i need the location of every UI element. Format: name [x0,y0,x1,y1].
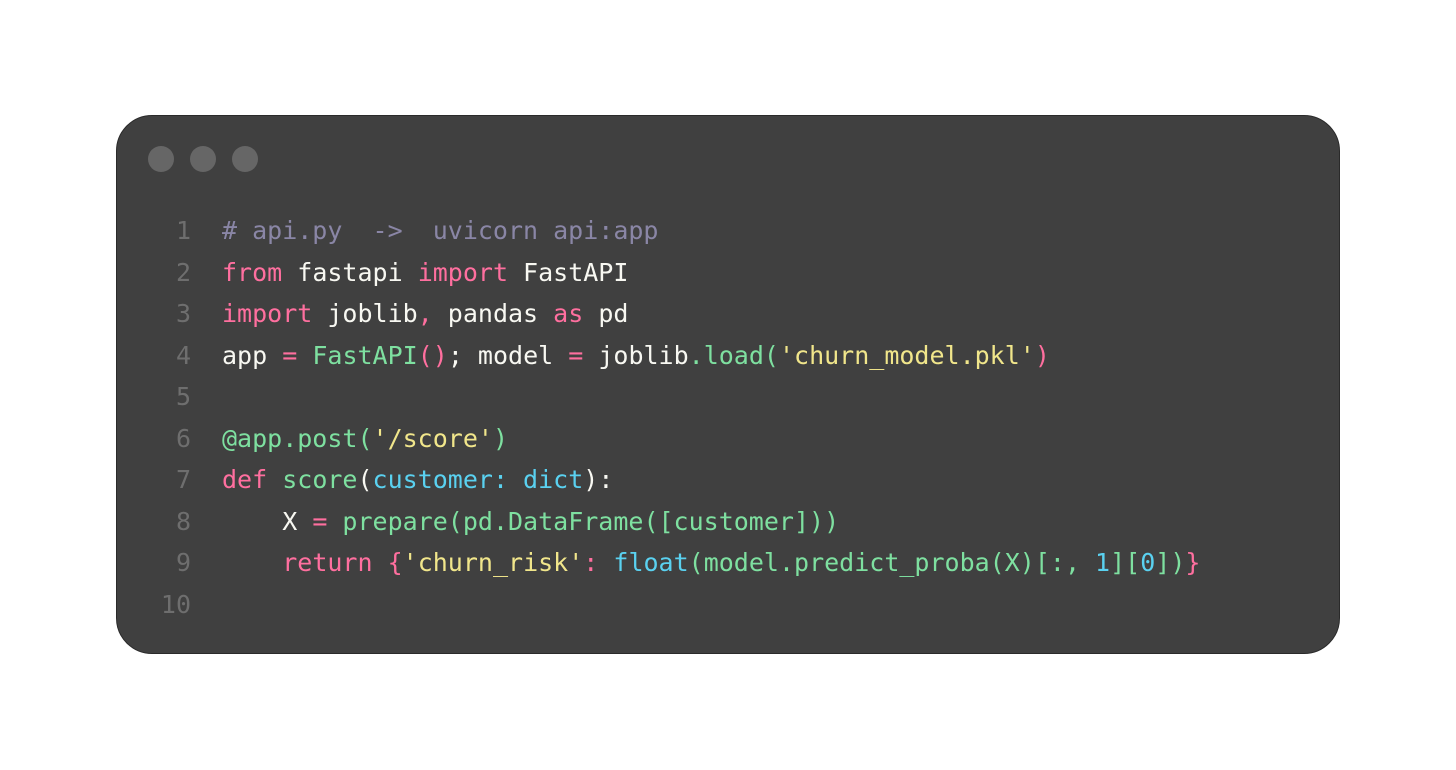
code-token: ][ [1110,548,1141,577]
code-token: () [417,340,448,370]
line-number: 7 [175,465,191,494]
code-token: ) [1034,340,1050,370]
code-window: 1 # api.py -> uvicorn api:app 2 from fastap… [116,115,1340,654]
line-number: 8 [175,506,191,536]
code-token: X [222,506,313,536]
code-token: FastAPI [508,257,629,287]
line-number: 5 [175,382,191,411]
code-token: pd [583,299,629,328]
code-token: @app.post( [222,423,373,453]
minimize-dot-icon[interactable] [190,146,216,172]
code-token: # api.py -> uvicorn api:app [222,216,659,245]
line-content: from fastapi import FastAPI [222,252,628,294]
close-dot-icon[interactable] [148,146,174,172]
code-token: ): [583,465,614,494]
line-content: return {'churn_risk': float(model.predic… [222,542,1200,584]
code-token: import [222,299,313,328]
code-token [222,548,282,577]
code-line: 1 # api.py -> uvicorn api:app [117,210,1200,252]
code-token: , [417,299,433,328]
line-content: # api.py -> uvicorn api:app [222,210,659,252]
code-token: : [583,548,614,577]
code-line: 6 @app.post('/score') [117,418,1200,460]
code-line: 10 [117,584,1200,626]
code-line: 8 X = prepare(pd.DataFrame([customer])) [117,501,1200,543]
code-token: { [387,548,403,577]
code-token: (model.predict_proba(X)[:, [688,548,1096,577]
code-token: def [222,465,268,494]
code-token: import [417,257,508,287]
code-token: from [222,257,283,287]
code-token: 'churn_risk' [402,548,584,577]
code-token: score [282,465,358,494]
code-token: '/score' [372,423,493,453]
code-token: = [312,506,328,536]
code-token: fastapi [282,257,418,287]
line-content: @app.post('/score') [222,418,508,460]
code-token: FastAPI [312,340,418,370]
code-token: ( [357,465,373,494]
line-number: 1 [175,216,191,245]
line-number: 6 [175,423,191,453]
line-number: 3 [175,299,191,328]
code-line: 7 def score(customer: dict): [117,459,1200,501]
maximize-dot-icon[interactable] [232,146,258,172]
code-line: 4 app = FastAPI(); model = joblib.load('c… [117,335,1200,377]
code-token: = [568,340,584,370]
line-number: 9 [175,548,191,577]
code-token [373,548,388,577]
code-token: 'churn_model.pkl' [778,340,1035,370]
code-token: as [553,299,584,328]
code-token [297,341,312,370]
code-token: return [282,548,373,577]
code-token: customer: dict [372,465,584,494]
code-token: = [282,340,298,370]
line-number: 2 [175,257,191,287]
code-token: ) [492,423,508,453]
code-token: app [222,340,283,370]
code-line: 5 [117,376,1200,418]
code-token: joblib [583,340,689,370]
code-block[interactable]: 1 # api.py -> uvicorn api:app 2 from fastap… [117,210,1201,626]
code-token: 0 [1140,548,1156,577]
code-token: ; model [447,340,569,370]
line-content: X = prepare(pd.DataFrame([customer])) [222,501,839,543]
code-token: prepare(pd.DataFrame([customer])) [327,506,840,536]
line-number: 4 [175,340,191,370]
code-line: 9 return {'churn_risk': float(model.pred… [117,542,1201,584]
window-controls [148,146,258,172]
code-token: } [1185,548,1201,577]
code-token: 1 [1095,548,1111,577]
code-token: float [613,548,689,577]
code-token: .load( [688,340,779,370]
line-content: import joblib, pandas as pd [222,293,628,335]
code-token: joblib [312,299,418,328]
line-number: 10 [160,589,191,619]
line-content: def score(customer: dict): [222,459,613,501]
code-line: 3 import joblib, pandas as pd [117,293,1200,335]
code-token [267,465,282,494]
code-token: ]) [1155,548,1186,577]
line-content: app = FastAPI(); model = joblib.load('ch… [222,335,1050,377]
code-token: pandas [432,299,554,328]
code-line: 2 from fastapi import FastAPI [117,252,1200,294]
